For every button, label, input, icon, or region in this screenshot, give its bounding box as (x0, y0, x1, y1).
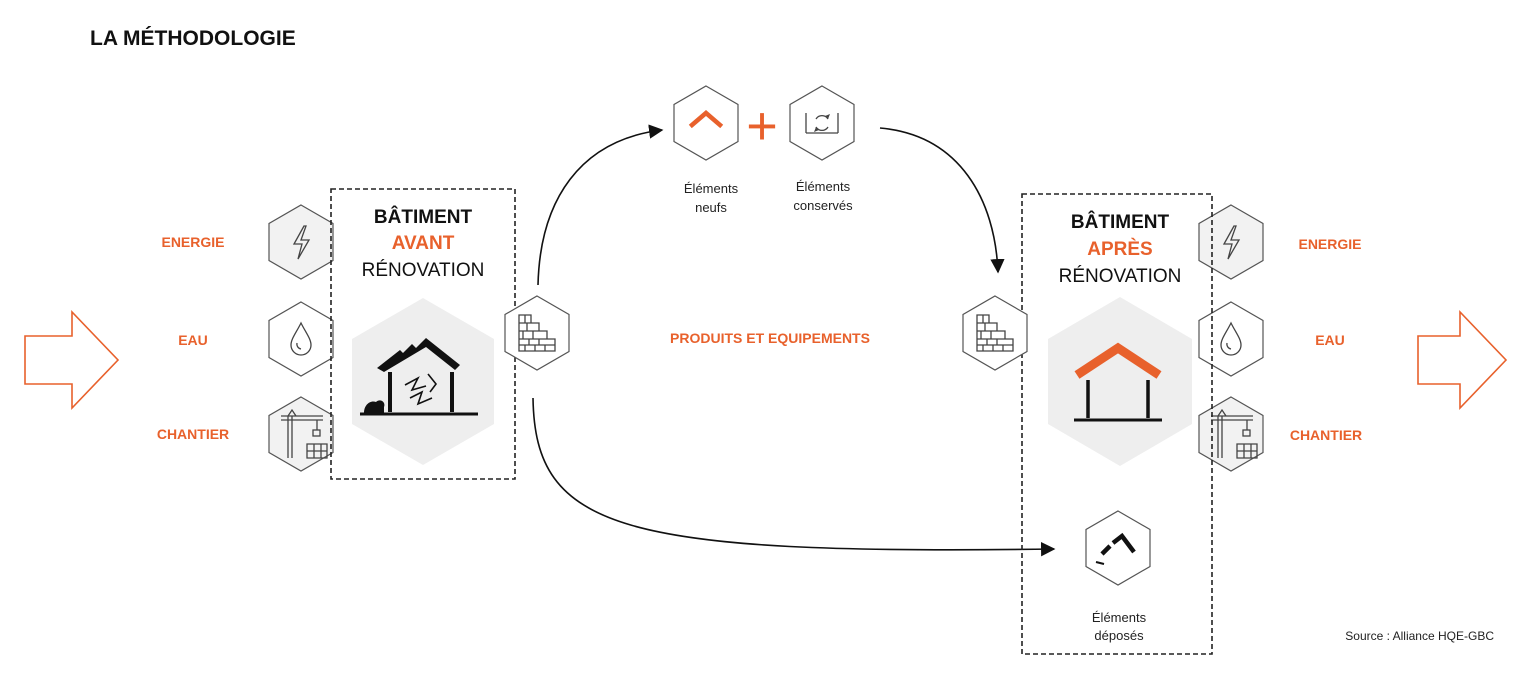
roof-icon (673, 85, 739, 161)
removed-elements-line2: déposés (1094, 628, 1144, 643)
kept-elements-line1: Éléments (796, 179, 851, 194)
energy-icon (1198, 204, 1264, 280)
arrow-right-outline-icon (24, 310, 120, 410)
page-title: LA MÉTHODOLOGIE (90, 27, 296, 50)
label-eau-left: EAU (178, 332, 208, 348)
flow-arrow-to-removed (532, 397, 1056, 557)
source-note: Source : Alliance HQE-GBC (1345, 629, 1494, 643)
crane-icon (1198, 396, 1264, 472)
label-chantier-right: CHANTIER (1290, 427, 1362, 443)
label-eau-right: EAU (1315, 332, 1345, 348)
energy-icon (268, 204, 334, 280)
before-box-subtitle: RÉNOVATION (362, 260, 485, 281)
flow-arrow-to-new (537, 124, 664, 286)
label-energie-left: ENERGIE (161, 234, 224, 250)
after-box-accent: APRÈS (1087, 238, 1152, 260)
removed-elements-line1: Éléments (1092, 610, 1147, 625)
building-after-box: BÂTIMENT APRÈS RÉNOVATION (1021, 193, 1213, 655)
new-elements-line2: neufs (695, 200, 727, 215)
water-icon (1198, 301, 1264, 377)
new-house-icon (1074, 342, 1162, 422)
new-elements-line1: Éléments (684, 181, 739, 196)
label-chantier-left: CHANTIER (157, 426, 229, 442)
water-icon (268, 301, 334, 377)
label-energie-right: ENERGIE (1298, 236, 1361, 252)
damaged-house-icon (360, 338, 478, 416)
plus-sign: + (746, 96, 778, 156)
removed-roof-icon (1085, 510, 1151, 586)
kept-elements-line2: conservés (793, 198, 853, 213)
before-box-accent: AVANT (392, 233, 455, 254)
building-before-box: BÂTIMENT AVANT RÉNOVATION (330, 188, 516, 480)
before-box-title: BÂTIMENT (374, 206, 473, 228)
flow-arrow-to-after (879, 127, 1005, 274)
recycle-icon (789, 85, 855, 161)
after-box-title: BÂTIMENT (1071, 211, 1170, 233)
crane-icon (268, 396, 334, 472)
after-box-subtitle: RÉNOVATION (1059, 266, 1182, 287)
arrow-right-outline-icon (1417, 310, 1508, 410)
wall-icon (962, 295, 1028, 371)
wall-icon (504, 295, 570, 371)
center-label: PRODUITS ET EQUIPEMENTS (670, 330, 870, 346)
